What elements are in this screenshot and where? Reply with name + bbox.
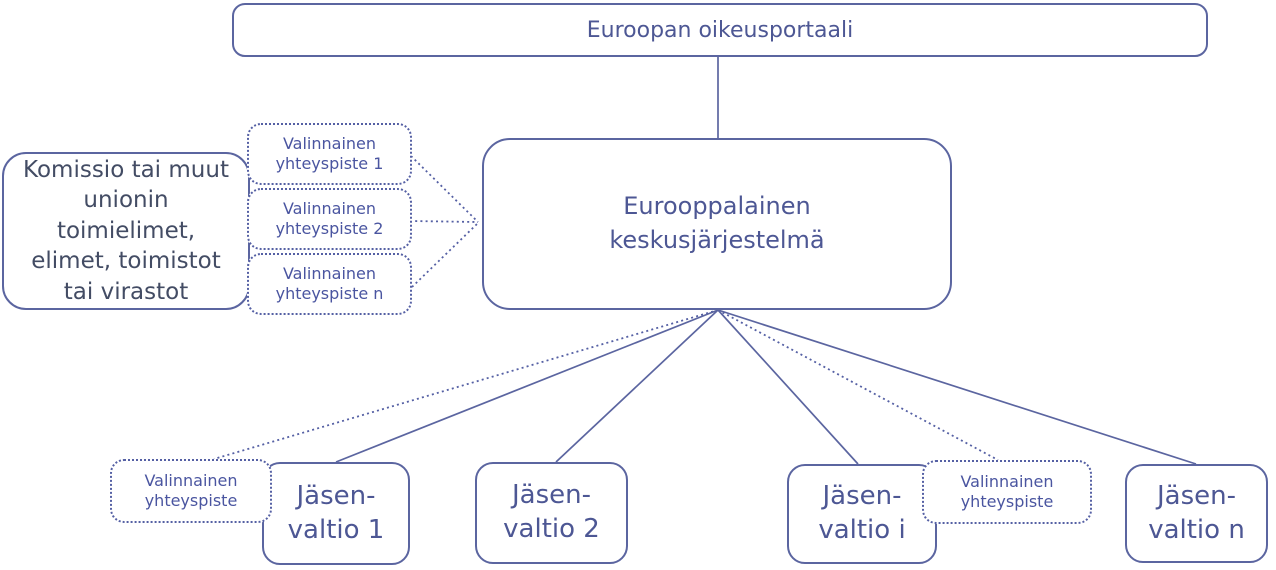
node-portal: Euroopan oikeusportaali xyxy=(232,3,1208,57)
edge-optionaln-central xyxy=(411,222,479,288)
edge-central-optional-msi xyxy=(717,309,999,461)
edge-central-optional-ms1 xyxy=(213,309,719,460)
node-optional-contact-msi: Valinnainen yhteyspiste xyxy=(922,460,1092,524)
node-member-state-i: Jäsen- valtio i xyxy=(787,464,937,564)
node-optional-contact-ms1: Valinnainen yhteyspiste xyxy=(110,459,272,523)
edge-central-membern xyxy=(717,309,1197,465)
edge-optional1-central xyxy=(410,155,479,223)
node-member-state-n: Jäsen- valtio n xyxy=(1125,464,1268,563)
node-member-state-1: Jäsen- valtio 1 xyxy=(262,462,410,565)
edge-central-member2 xyxy=(555,309,719,463)
edge-optional2-central xyxy=(409,220,479,223)
node-commission: Komissio tai muut unionin toimielimet, e… xyxy=(2,152,250,310)
node-optional-contact-1: Valinnainen yhteyspiste 1 xyxy=(247,123,412,185)
node-member-state-2: Jäsen- valtio 2 xyxy=(475,462,628,564)
node-central-system: Eurooppalainen keskusjärjestelmä xyxy=(482,138,952,310)
node-optional-contact-2: Valinnainen yhteyspiste 2 xyxy=(247,188,412,250)
edge-central-member1 xyxy=(335,309,719,463)
edge-central-memberi xyxy=(717,309,859,465)
node-optional-contact-n: Valinnainen yhteyspiste n xyxy=(247,253,412,315)
